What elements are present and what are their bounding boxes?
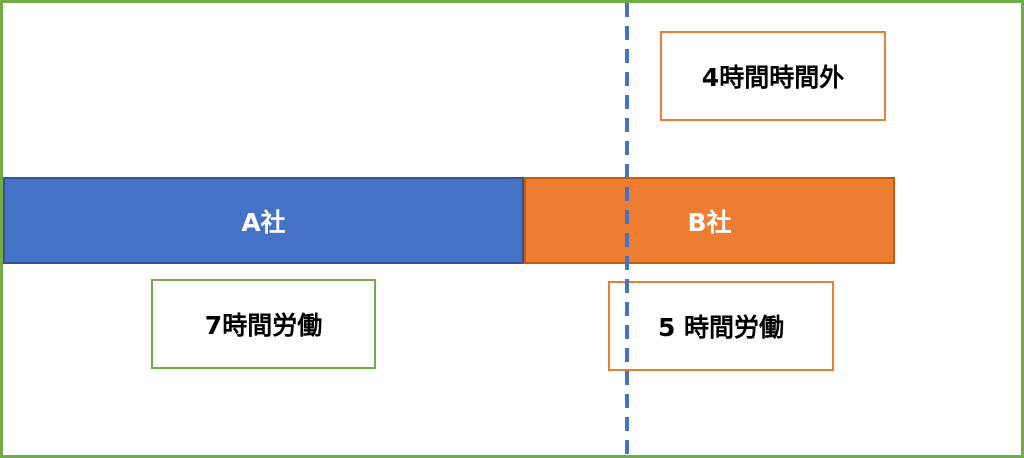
company-b-hours-text: 5 時間労働 (657, 313, 785, 342)
company-a-hours-box: 7時間労働 (151, 279, 376, 369)
company-a-hours-text: 7時間労働 (204, 311, 323, 340)
company-a-label: A社 (241, 207, 286, 237)
company-a-bar: A社 (3, 177, 524, 264)
overtime-hours-box: 4時間時間外 (660, 31, 886, 121)
company-b-bar: B社 (524, 177, 895, 264)
overtime-hours-text: 4時間時間外 (701, 63, 845, 92)
company-b-label: B社 (687, 207, 732, 237)
company-b-hours-box: 5 時間労働 (608, 281, 834, 371)
